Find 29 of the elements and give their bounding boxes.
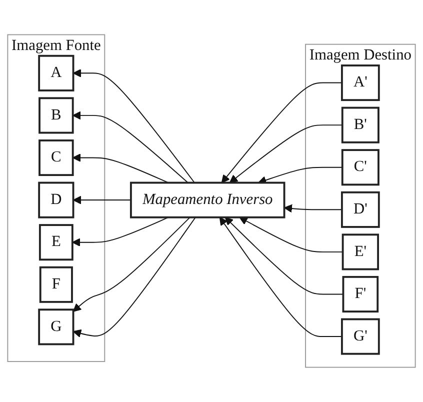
- arrow: [258, 166, 343, 184]
- node-box: B': [341, 106, 380, 144]
- arrow: [229, 124, 343, 184]
- arrow: [72, 154, 169, 184]
- node-box: F': [342, 276, 379, 312]
- arrow: [239, 216, 344, 252]
- arrow: [72, 216, 196, 338]
- node-box: G': [341, 318, 380, 355]
- node-box: A': [341, 64, 380, 102]
- arrow: [284, 204, 342, 213]
- node-box: C: [38, 139, 74, 176]
- arrow: [72, 216, 190, 312]
- arrow: [72, 196, 132, 204]
- arrow: [72, 111, 188, 184]
- node-box: C': [341, 149, 380, 186]
- arrow: [221, 82, 342, 184]
- arrow: [72, 68, 195, 184]
- node-box: Mapeamento Inverso: [130, 182, 286, 218]
- node-box: F: [39, 266, 73, 303]
- node-box: A: [38, 54, 74, 92]
- node-box: G: [38, 308, 74, 346]
- node-box: D: [38, 182, 74, 218]
- node-box: D': [341, 191, 380, 228]
- node-box: E': [342, 234, 379, 270]
- arrow: [219, 216, 342, 338]
- node-box: E: [38, 224, 74, 261]
- arrow: [224, 216, 344, 295]
- arrow: [72, 216, 169, 247]
- node-box: B: [38, 97, 74, 134]
